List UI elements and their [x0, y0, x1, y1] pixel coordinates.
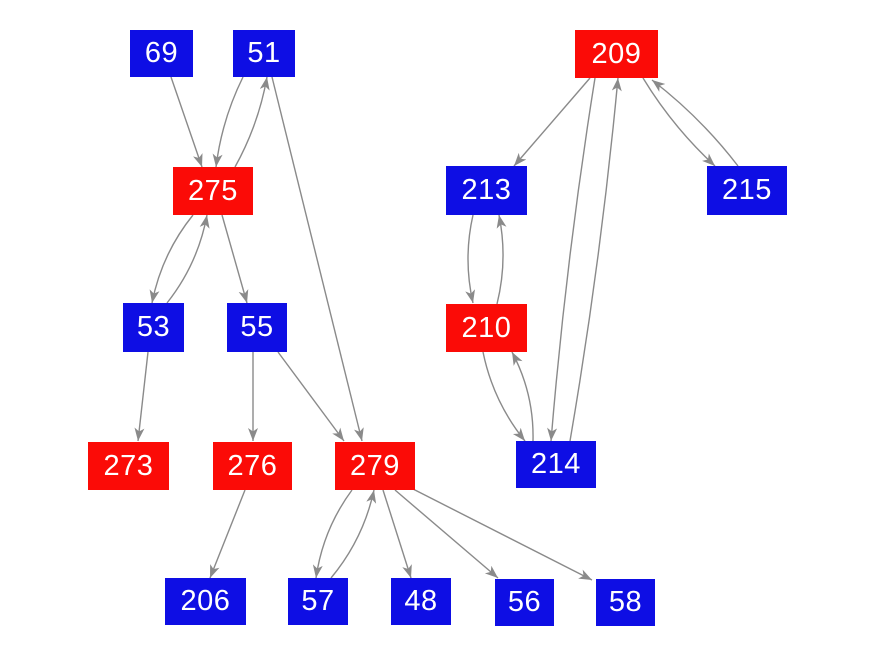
edge-209-213	[513, 77, 591, 167]
edge-209-215	[642, 77, 716, 167]
node-69: 69	[130, 30, 193, 77]
node-273: 273	[88, 442, 169, 490]
edge-210-214	[482, 351, 526, 442]
node-48: 48	[391, 578, 451, 625]
edge-213-210	[465, 214, 475, 304]
edge-53-273	[134, 351, 149, 442]
edge-279-48	[382, 489, 412, 579]
node-51: 51	[233, 30, 295, 77]
edge-279-56	[394, 489, 499, 579]
edge-210-213	[496, 214, 507, 305]
node-56: 56	[495, 579, 554, 626]
edge-69-275	[170, 76, 203, 168]
node-215: 215	[707, 166, 787, 215]
node-213: 213	[446, 166, 527, 215]
node-55: 55	[227, 303, 287, 352]
node-53: 53	[123, 303, 184, 352]
edge-214-209	[569, 77, 622, 442]
edge-209-214	[547, 77, 596, 442]
node-275: 275	[173, 167, 253, 215]
node-210: 210	[446, 304, 527, 352]
edge-279-57	[312, 489, 353, 579]
node-57: 57	[288, 578, 348, 625]
edge-275-55	[221, 214, 249, 304]
edge-53-275	[166, 214, 210, 304]
edge-215-209	[651, 79, 739, 167]
node-276: 276	[213, 442, 292, 490]
edge-51-275	[212, 76, 244, 168]
node-206: 206	[165, 578, 246, 625]
edge-276-206	[209, 489, 246, 579]
edge-55-279	[277, 351, 345, 442]
node-209: 209	[575, 30, 658, 78]
edges-layer	[134, 76, 739, 581]
edge-275-53	[149, 214, 194, 304]
edge-279-58	[412, 488, 593, 581]
node-279: 279	[335, 442, 415, 490]
edge-51-279	[271, 76, 364, 442]
node-214: 214	[516, 441, 596, 488]
node-58: 58	[596, 579, 655, 626]
edge-214-210	[511, 351, 534, 442]
edge-275-51	[234, 76, 270, 168]
edge-57-279	[330, 489, 377, 579]
